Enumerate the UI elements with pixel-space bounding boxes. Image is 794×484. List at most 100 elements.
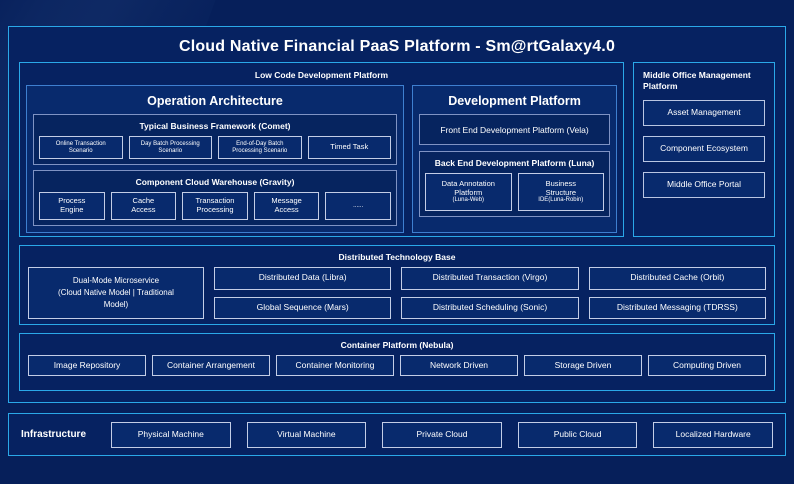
operation-architecture-panel: Operation Architecture Typical Business …	[26, 85, 404, 233]
item-label: Asset Management	[667, 107, 741, 118]
back-end-item[interactable]: Business Structure IDE(Luna-Robin)	[517, 173, 605, 211]
item-line1: Data Annotation	[441, 178, 495, 188]
dual-mode-line1: Dual-Mode Microservice	[72, 276, 160, 285]
back-end-item[interactable]: Data Annotation Platform (Luna-Web)	[425, 173, 512, 211]
container-platform-row: Image Repository Container Arrangement C…	[28, 355, 766, 376]
platform-main-frame: Cloud Native Financial PaaS Platform - S…	[8, 26, 786, 403]
business-framework-item[interactable]: Online Transaction Scenario	[39, 136, 123, 159]
item-line1: Timed Task	[330, 142, 369, 152]
infrastructure-panel: Infrastructure Physical Machine Virtual …	[8, 413, 786, 456]
container-item-container-arrangement[interactable]: Container Arrangement	[152, 355, 270, 376]
middle-office-title: Middle Office Management Platform	[643, 70, 751, 91]
component-cloud-warehouse-title: Component Cloud Warehouse (Gravity)	[135, 177, 295, 187]
item-label: Storage Driven	[554, 359, 612, 370]
item-line1: End-of-Day Batch	[236, 140, 284, 147]
item-line1: Online Transaction	[55, 140, 106, 147]
typical-business-framework-title: Typical Business Framework (Comet)	[139, 121, 291, 131]
distributed-item-cache[interactable]: Distributed Cache (Orbit)	[588, 267, 766, 290]
item-line2: Structure	[545, 187, 577, 197]
infrastructure-item-private-cloud[interactable]: Private Cloud	[382, 421, 502, 448]
front-end-label: Front End Development Platform (Vela)	[440, 124, 589, 135]
business-framework-item[interactable]: End-of-Day Batch Processing Scenario	[218, 136, 302, 159]
low-code-development-platform-panel: Low Code Development Platform Operation …	[19, 62, 625, 237]
item-line2: Platform	[454, 187, 483, 197]
distributed-technology-base-columns: Dual-Mode Microservice (Cloud Native Mod…	[28, 267, 766, 319]
development-platform-panel: Development Platform Front End Developme…	[412, 85, 618, 233]
item-label: Network Driven	[429, 359, 489, 370]
container-item-image-repository[interactable]: Image Repository	[28, 355, 146, 376]
business-framework-item[interactable]: Day Batch Processing Scenario	[128, 136, 212, 159]
item-line2: Processing	[196, 205, 234, 214]
item-label: Container Monitoring	[295, 359, 375, 370]
middle-office-management-panel: Middle Office Management Platform Asset …	[633, 62, 775, 237]
infrastructure-item-localized-hardware[interactable]: Localized Hardware	[653, 421, 773, 448]
distributed-item-data[interactable]: Distributed Data (Libra)	[214, 267, 392, 290]
distributed-technology-base-panel: Distributed Technology Base Dual-Mode Mi…	[19, 245, 775, 325]
back-end-development-platform-group: Back End Development Platform (Luna) Dat…	[419, 151, 611, 217]
cloud-warehouse-item[interactable]: Message Access	[253, 192, 320, 220]
middle-office-item-middle-office-portal[interactable]: Middle Office Portal	[643, 172, 765, 199]
business-framework-item[interactable]: Timed Task	[307, 136, 391, 159]
middle-office-item-asset-management[interactable]: Asset Management	[643, 100, 765, 127]
distributed-item-scheduling[interactable]: Distributed Scheduling (Sonic)	[401, 296, 579, 319]
distributed-column-2: Distributed Transaction (Virgo) Distribu…	[401, 267, 579, 319]
distributed-item-messaging[interactable]: Distributed Messaging (TDRSS)	[588, 296, 766, 319]
item-label: Distributed Data (Libra)	[258, 272, 347, 283]
front-end-development-platform-box[interactable]: Front End Development Platform (Vela)	[419, 114, 611, 145]
infrastructure-item-physical-machine[interactable]: Physical Machine	[111, 421, 231, 448]
component-cloud-warehouse-row: Process Engine Cache Access	[39, 192, 391, 220]
item-line3: (Luna-Web)	[452, 197, 485, 204]
item-label: Virtual Machine	[277, 428, 336, 439]
middle-office-item-component-ecosystem[interactable]: Component Ecosystem	[643, 136, 765, 163]
item-label: Localized Hardware	[675, 428, 751, 439]
operation-architecture-title: Operation Architecture	[147, 94, 283, 108]
item-label: Component Ecosystem	[660, 143, 748, 154]
development-platform-title: Development Platform	[448, 94, 581, 108]
item-line1: Process	[58, 196, 86, 206]
distributed-technology-base-heading: Distributed Technology Base	[338, 252, 456, 262]
item-line2: Processing Scenario	[232, 147, 288, 154]
cloud-warehouse-item-more[interactable]: ......	[325, 192, 391, 220]
component-cloud-warehouse-group: Component Cloud Warehouse (Gravity) Proc…	[33, 170, 397, 226]
low-code-columns: Operation Architecture Typical Business …	[26, 85, 618, 233]
container-item-storage-driven[interactable]: Storage Driven	[524, 355, 642, 376]
infrastructure-row: Physical Machine Virtual Machine Private…	[111, 421, 773, 448]
item-line1: Message	[271, 196, 302, 206]
container-item-network-driven[interactable]: Network Driven	[400, 355, 518, 376]
distributed-item-transaction[interactable]: Distributed Transaction (Virgo)	[401, 267, 579, 290]
item-ellipsis: ......	[353, 202, 364, 209]
dual-mode-line2: (Cloud Native Model | Traditional	[58, 288, 174, 297]
container-platform-heading: Container Platform (Nebula)	[340, 340, 454, 350]
item-label: Middle Office Portal	[667, 179, 742, 190]
item-line3: IDE(Luna-Robin)	[538, 197, 584, 204]
cloud-warehouse-item[interactable]: Transaction Processing	[182, 192, 248, 220]
item-line1: Cache	[132, 196, 155, 206]
item-label: Physical Machine	[137, 428, 204, 439]
item-label: Image Repository	[53, 359, 121, 370]
distributed-column-1: Distributed Data (Libra) Global Sequence…	[214, 267, 392, 319]
cloud-warehouse-item[interactable]: Cache Access	[110, 192, 177, 220]
item-line2: Scenario	[68, 147, 93, 154]
item-label: Distributed Messaging (TDRSS)	[616, 301, 738, 312]
infrastructure-label: Infrastructure	[21, 429, 87, 440]
item-line2: Engine	[60, 205, 84, 214]
typical-business-framework-row: Online Transaction Scenario Day Batch Pr…	[39, 136, 391, 159]
back-end-items-row: Data Annotation Platform (Luna-Web) Busi…	[425, 173, 605, 211]
item-line2: Scenario	[158, 147, 183, 154]
item-line2: Access	[131, 205, 156, 214]
container-item-computing-driven[interactable]: Computing Driven	[648, 355, 766, 376]
cloud-warehouse-item[interactable]: Process Engine	[39, 192, 105, 220]
dual-mode-microservice-box[interactable]: Dual-Mode Microservice (Cloud Native Mod…	[28, 267, 204, 319]
item-label: Distributed Cache (Orbit)	[630, 272, 725, 283]
item-label: Global Sequence (Mars)	[256, 301, 349, 312]
container-item-container-monitoring[interactable]: Container Monitoring	[276, 355, 394, 376]
infrastructure-item-public-cloud[interactable]: Public Cloud	[517, 421, 638, 448]
item-label: Public Cloud	[553, 428, 602, 439]
item-line1: Transaction	[195, 196, 235, 206]
top-band: Low Code Development Platform Operation …	[9, 62, 785, 237]
page-title: Cloud Native Financial PaaS Platform - S…	[178, 38, 616, 55]
distributed-item-global-sequence[interactable]: Global Sequence (Mars)	[214, 296, 392, 319]
item-line1: Day Batch Processing	[140, 140, 200, 147]
item-label: Private Cloud	[416, 428, 468, 439]
infrastructure-item-virtual-machine[interactable]: Virtual Machine	[246, 421, 367, 448]
